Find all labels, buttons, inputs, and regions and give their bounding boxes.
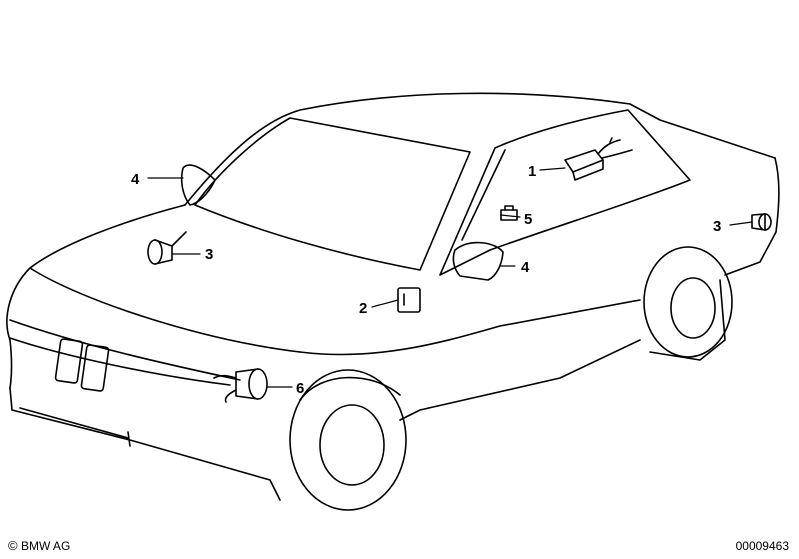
windshield (194, 117, 471, 271)
speaker-front-part (147, 231, 187, 265)
document-number: 00009463 (735, 539, 789, 553)
callout-4-left: 4 (131, 171, 140, 188)
horn-part (213, 368, 268, 403)
connector-part (500, 205, 518, 221)
callout-3-front: 3 (205, 246, 213, 263)
copyright-notice: © BMW AG (8, 538, 70, 553)
callout-4-right: 4 (521, 259, 530, 276)
leader-lines (147, 167, 753, 388)
speaker-rear-part (751, 213, 772, 231)
callout-3-rear: 3 (713, 218, 721, 235)
callout-1: 1 (528, 163, 536, 180)
callout-5: 5 (524, 211, 532, 228)
rear-wheel (643, 246, 733, 358)
front-wheel (289, 369, 407, 511)
mirror-left-part (180, 164, 216, 206)
relay-box-part (397, 287, 421, 313)
copyright-text: BMW AG (20, 539, 71, 553)
car-body-outline (6, 92, 780, 501)
copyright-icon: © (8, 538, 18, 553)
control-unit-part (564, 137, 633, 181)
callout-6: 6 (296, 380, 304, 397)
front-grille (9, 337, 231, 392)
mirror-right-part (452, 241, 504, 281)
side-window (439, 109, 691, 276)
callout-2: 2 (359, 300, 367, 317)
